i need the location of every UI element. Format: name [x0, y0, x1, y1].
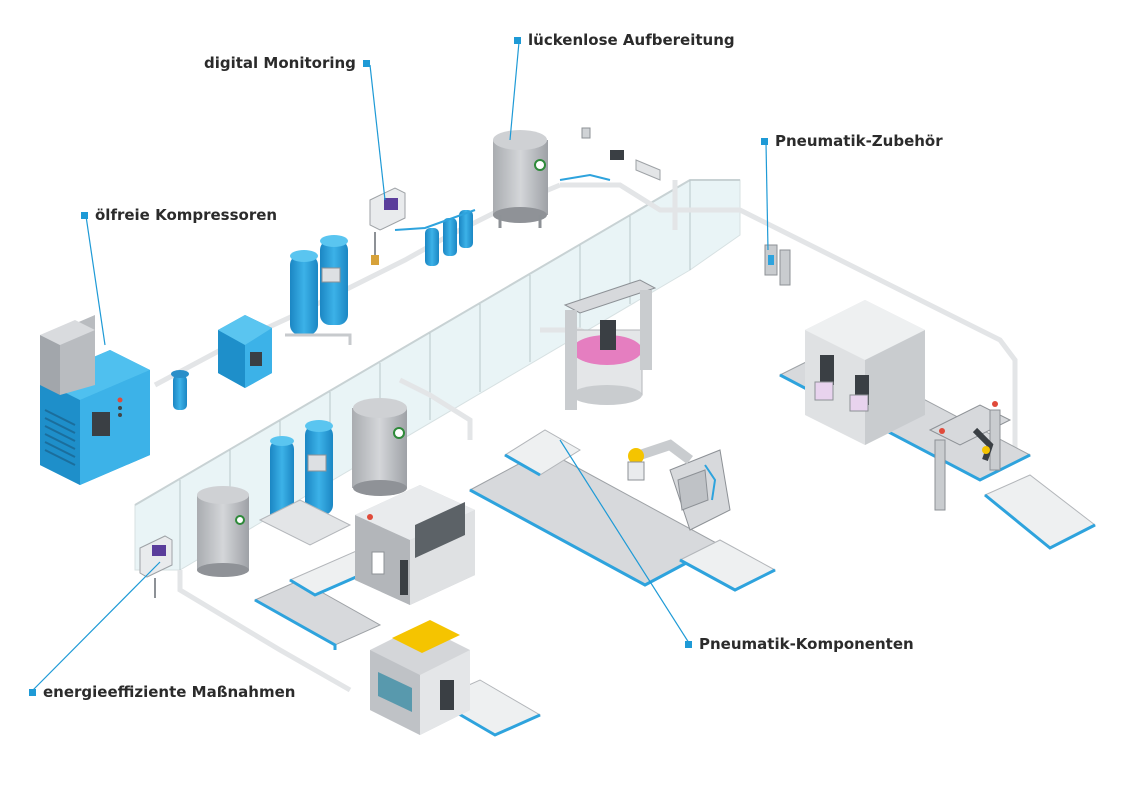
inline-filter — [171, 370, 189, 410]
marker-square-icon — [685, 640, 692, 648]
monitoring-panel — [369, 187, 406, 265]
callout-lines — [32, 41, 769, 691]
filter-group — [394, 209, 476, 266]
lower-monitoring-panel — [139, 535, 173, 598]
pneumatic-accessory — [764, 244, 791, 286]
filling-station — [805, 300, 925, 445]
air-receiver-top — [493, 130, 548, 228]
marker-square-icon — [362, 59, 370, 67]
marker-square-icon — [29, 688, 36, 696]
marker-square-icon — [81, 211, 88, 219]
adsorption-dryer-top — [285, 235, 352, 345]
marker-square-icon — [761, 137, 768, 145]
processing-machine — [355, 485, 475, 605]
label-processing: lückenlose Aufbereitung — [514, 31, 735, 49]
mixing-station — [563, 279, 657, 410]
label-text: Pneumatik-Komponenten — [699, 635, 914, 653]
air-receiver-lower — [197, 486, 249, 577]
oilfree-compressor — [40, 315, 150, 485]
label-text: Pneumatik-Zubehör — [775, 132, 943, 150]
air-receiver-middle — [352, 398, 407, 496]
packaging-machine — [370, 620, 470, 735]
marker-square-icon — [514, 36, 521, 44]
label-text: lückenlose Aufbereitung — [528, 31, 735, 49]
adsorption-dryer-lower — [258, 420, 352, 546]
robot-gripper-right — [928, 401, 1012, 511]
label-text: digital Monitoring — [204, 54, 356, 72]
label-oilfree-compressors: ölfreie Kompressoren — [81, 206, 277, 224]
label-energy-efficiency: energieeffiziente Maßnahmen — [29, 683, 295, 701]
refrigeration-dryer — [218, 315, 272, 388]
label-pneumatic-accessories: Pneumatik-Zubehör — [761, 132, 943, 150]
top-sensors — [559, 127, 661, 181]
label-text: energieeffiziente Maßnahmen — [43, 683, 296, 701]
robot-arm-center — [627, 439, 731, 531]
label-digital-monitoring: digital Monitoring — [204, 54, 370, 72]
label-text: ölfreie Kompressoren — [95, 206, 278, 224]
label-pneumatic-components: Pneumatik-Komponenten — [685, 635, 914, 653]
